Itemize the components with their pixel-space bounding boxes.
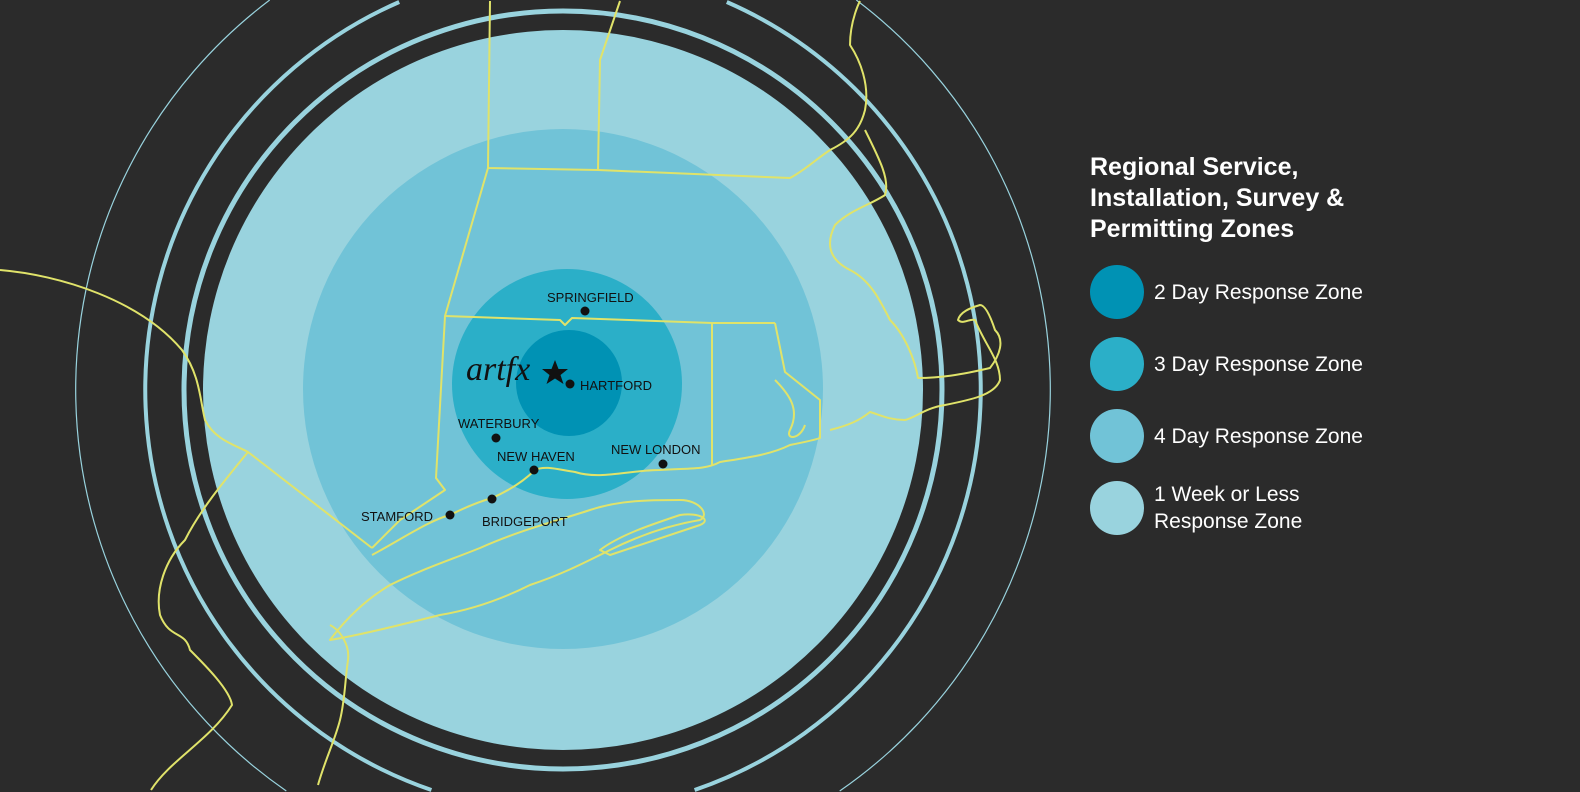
city-dot-springfield xyxy=(580,306,590,316)
outer-ring-right-arc xyxy=(693,0,983,792)
legend-title: Regional Service, Installation, Survey &… xyxy=(1090,153,1345,243)
outer-ring xyxy=(143,0,983,792)
legend-label: 4 Day Response Zone xyxy=(1154,424,1363,448)
state-borders xyxy=(0,0,1002,791)
outer-thin-ring-right-arc xyxy=(839,0,1051,792)
legend-item-2-day: 2 Day Response Zone xyxy=(1090,265,1414,319)
star-icon xyxy=(542,360,568,384)
city-label-stamford: STAMFORD xyxy=(361,509,433,524)
legend-label: 3 Day Response Zone xyxy=(1154,352,1363,376)
inner-ring xyxy=(181,8,945,772)
city-dot-bridgeport xyxy=(487,494,497,504)
artfx-logo: artfx xyxy=(466,351,530,388)
legend-label: 2 Day Response Zone xyxy=(1154,280,1363,304)
city-label-new-london: NEW LONDON xyxy=(611,442,701,457)
outer-thin-ring xyxy=(75,0,1051,792)
legend-item-1-week: 1 Week or Less Response Zone xyxy=(1090,481,1414,535)
city-label-springfield: SPRINGFIELD xyxy=(547,290,634,305)
legend-swatch-3-day xyxy=(1090,337,1144,391)
legend-swatch-2-day xyxy=(1090,265,1144,319)
legend-item-4-day: 4 Day Response Zone xyxy=(1090,409,1414,463)
cities: SPRINGFIELD HARTFORD WATERBURY NEW HAVEN… xyxy=(361,290,701,529)
city-dot-stamford xyxy=(445,510,455,520)
legend-item-3-day: 3 Day Response Zone xyxy=(1090,337,1414,391)
city-dot-waterbury xyxy=(491,433,501,443)
city-dot-new-london xyxy=(658,459,668,469)
city-label-bridgeport: BRIDGEPORT xyxy=(482,514,568,529)
city-dot-new-haven xyxy=(529,465,539,475)
legend-swatch-1-week xyxy=(1090,481,1144,535)
legend-swatch-4-day xyxy=(1090,409,1144,463)
city-label-new-haven: NEW HAVEN xyxy=(497,449,575,464)
legend-label: 1 Week or Less Response Zone xyxy=(1154,483,1303,533)
legend: Regional Service, Installation, Survey &… xyxy=(1090,152,1414,553)
outer-ring-left-arc xyxy=(143,0,433,792)
city-label-hartford: HARTFORD xyxy=(580,378,652,393)
city-dot-hartford xyxy=(565,379,575,389)
outer-thin-ring-left-arc xyxy=(75,0,287,792)
city-label-waterbury: WATERBURY xyxy=(458,416,540,431)
